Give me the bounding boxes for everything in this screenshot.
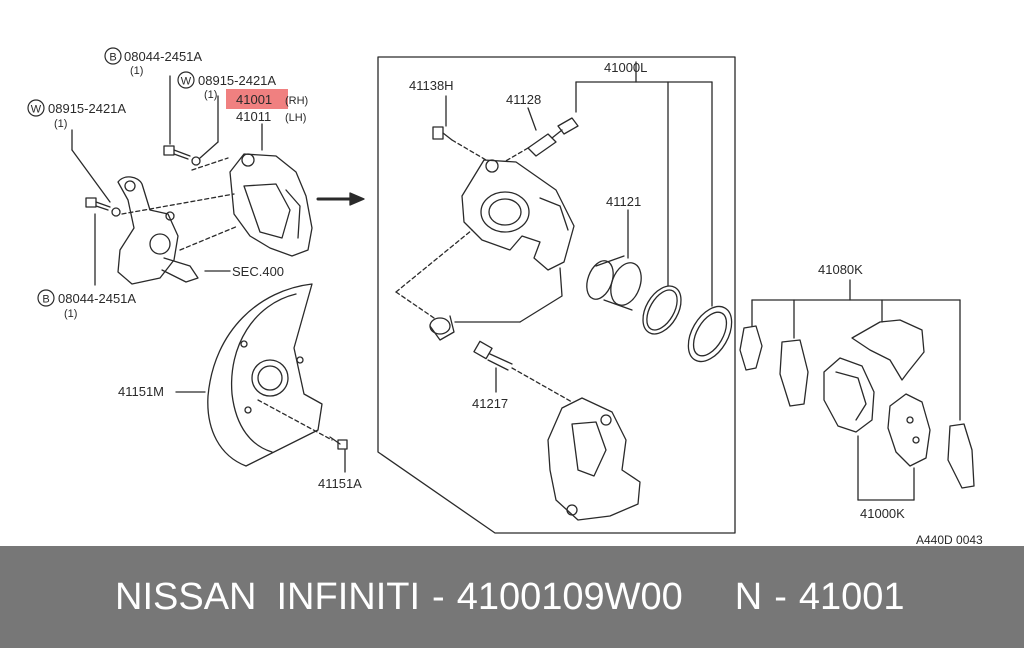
dash-line-2 [121,193,235,215]
dust-shield-shape [207,283,323,467]
piston-shape [586,255,642,311]
dash-line-3 [179,225,239,251]
washer-marker-top-letter: W [181,76,192,88]
dash-line-shield [257,399,333,441]
leader-bleeder-screw [527,107,537,131]
bolt-marker-top [104,47,122,65]
label-washer-top-qty: (1) [204,89,217,101]
label-bleeder-cap: 41138H [409,78,454,93]
pad-shim-2-shape [779,339,809,407]
leader-washer-top-b [199,141,219,159]
washer-top-shape [191,156,201,166]
bleeder-cap-shape [432,126,453,141]
bolt-marker-bottom [37,289,55,307]
dash-line-pin [511,367,573,403]
bleeder-screw-shape [527,117,579,157]
label-pad-hardware-kit: 41080K [818,262,863,277]
dash-line-body [395,229,473,293]
label-bolt-top: 08044-2451A [124,49,202,64]
leader-washer-left-b [71,149,111,203]
piston-seal-shape [642,285,682,335]
label-sec-ref: SEC.400 [232,264,284,279]
pad-clip-shape [851,319,925,381]
banner-separator2: - [774,575,787,618]
piston-boot-shape [687,305,733,363]
dash-line-1 [191,157,229,171]
caliper-body-shape [461,159,575,271]
label-bolt-bottom: 08044-2451A [58,291,136,306]
label-washer-left: 08915-2421A [48,101,126,116]
banner-prefix: N [734,575,763,618]
part-highlight [226,89,288,109]
banner-part-number: 4100109W00 [456,575,683,618]
label-diagram-code: A440D 0043 [916,533,983,546]
brake-caliper-exploded-diagram: B W W B 08044-2451A (1) 08915-2421A (1) … [27,47,983,546]
dash-line-bleeder [451,139,487,161]
washer-marker-top [177,71,195,89]
bolt-marker-bottom-letter: B [42,294,49,306]
caliper-bracket-shape [547,397,641,521]
brake-pad-1-shape [823,357,875,433]
label-piston: 41121 [606,194,641,209]
label-pad-kit: 41000K [860,506,905,521]
label-caliper-rh: 41001 [236,92,272,107]
pad-shim-1-shape [739,325,763,371]
label-bleeder-screw: 41128 [506,92,541,107]
bolt-left-shape [85,197,111,211]
pad-shim-3-shape [947,423,975,489]
caliper-callout-line [519,267,563,323]
caliper-assembly-frame [377,56,736,534]
label-washer-left-qty: (1) [54,118,67,130]
label-seal-kit: 41000L [604,60,647,75]
banner-brand2: INFINITI [276,575,421,618]
label-bolt-bottom-qty: (1) [64,308,77,320]
assembly-arrow-head [349,192,365,206]
banner-brand: NISSAN [115,575,257,618]
pin-boot-shape [429,315,455,341]
part-number-banner: NISSAN INFINITI - 4100109W00 N - 41001 [0,546,1024,648]
slide-pin-shape [473,340,513,371]
banner-code: 41001 [798,575,905,618]
brake-pad-2-shape [887,393,931,467]
steering-knuckle-shape [117,176,199,285]
bolt-top-shape [163,145,191,160]
banner-separator: - [432,575,445,618]
label-caliper-lh: 41011 [236,109,271,124]
washer-marker-left [27,99,45,117]
label-caliper-lh-side: (LH) [285,112,306,124]
label-bolt-top-qty: (1) [130,65,143,77]
label-shield-bolt: 41151A [318,476,362,491]
label-slide-pin: 41217 [472,396,508,411]
washer-marker-left-letter: W [31,104,42,116]
bolt-marker-top-letter: B [109,52,116,64]
caliper-assembly-left-shape [229,153,313,257]
shield-bolt-shape [329,436,348,450]
label-caliper-rh-side: (RH) [285,95,308,107]
washer-left-shape [111,207,121,217]
dash-line-body-b [395,291,435,319]
label-dust-shield: 41151M [118,384,164,399]
dash-line-screw [503,147,529,163]
label-washer-top: 08915-2421A [198,73,276,88]
